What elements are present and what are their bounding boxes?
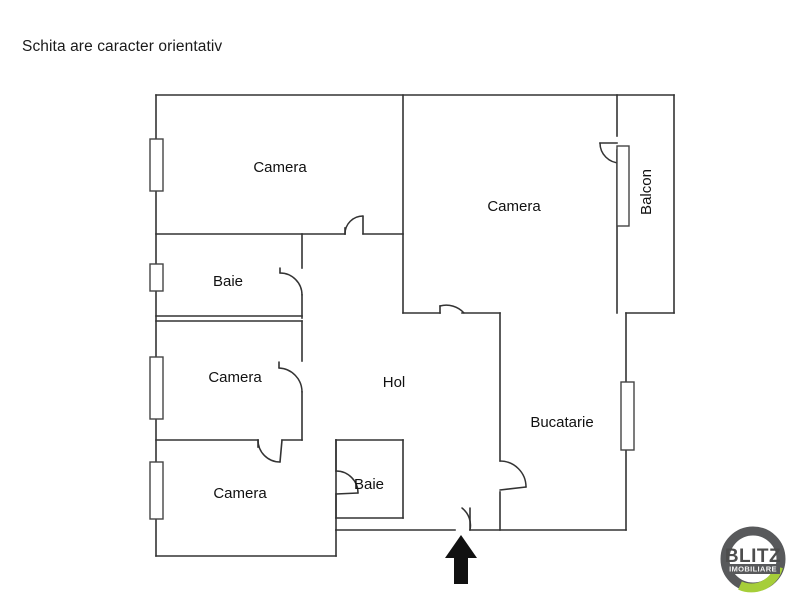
room-label-camera-bottom-left: Camera <box>213 485 267 502</box>
logo-sub-band <box>726 564 780 574</box>
door-arc-baie-lower <box>335 470 359 494</box>
window-camera-bottom-left <box>149 461 164 520</box>
door-arc-camera-bottom-left <box>257 439 281 463</box>
door-arc-camera-top-left <box>344 215 364 235</box>
logo-main-text: BLITZ <box>725 546 781 567</box>
room-label-hol: Hol <box>383 374 406 391</box>
balcony-rail-element <box>616 145 630 227</box>
window-bucatarie <box>620 381 635 451</box>
room-label-balcon: Balcon <box>638 169 655 215</box>
blitz-imobiliare-logo: BLITZ IMOBILIARE <box>716 522 790 596</box>
door-arc-bucatarie <box>499 460 527 488</box>
windows <box>149 138 635 520</box>
window-baie-upper <box>149 263 164 292</box>
door-arc-camera-mid-left <box>278 367 303 393</box>
window-camera-top-left <box>149 138 164 192</box>
door-arc-baie-upper <box>279 272 303 296</box>
door-arc-camera-right <box>439 304 465 314</box>
room-label-baie-lower: Baie <box>354 476 384 493</box>
room-label-camera-mid-left: Camera <box>208 369 262 386</box>
room-label-bucatarie: Bucatarie <box>530 414 593 431</box>
logo-sub-text: IMOBILIARE <box>729 565 777 574</box>
room-label-camera-right: Camera <box>487 198 541 215</box>
page-title: Schita are caracter orientativ <box>22 38 223 55</box>
room-label-camera-top-left: Camera <box>253 159 307 176</box>
entrance-arrow <box>445 535 477 584</box>
window-camera-mid-left <box>149 356 164 420</box>
logo-svg: BLITZ IMOBILIARE <box>720 526 786 593</box>
room-label-baie-upper: Baie <box>213 273 243 290</box>
door-arcs <box>257 142 621 531</box>
